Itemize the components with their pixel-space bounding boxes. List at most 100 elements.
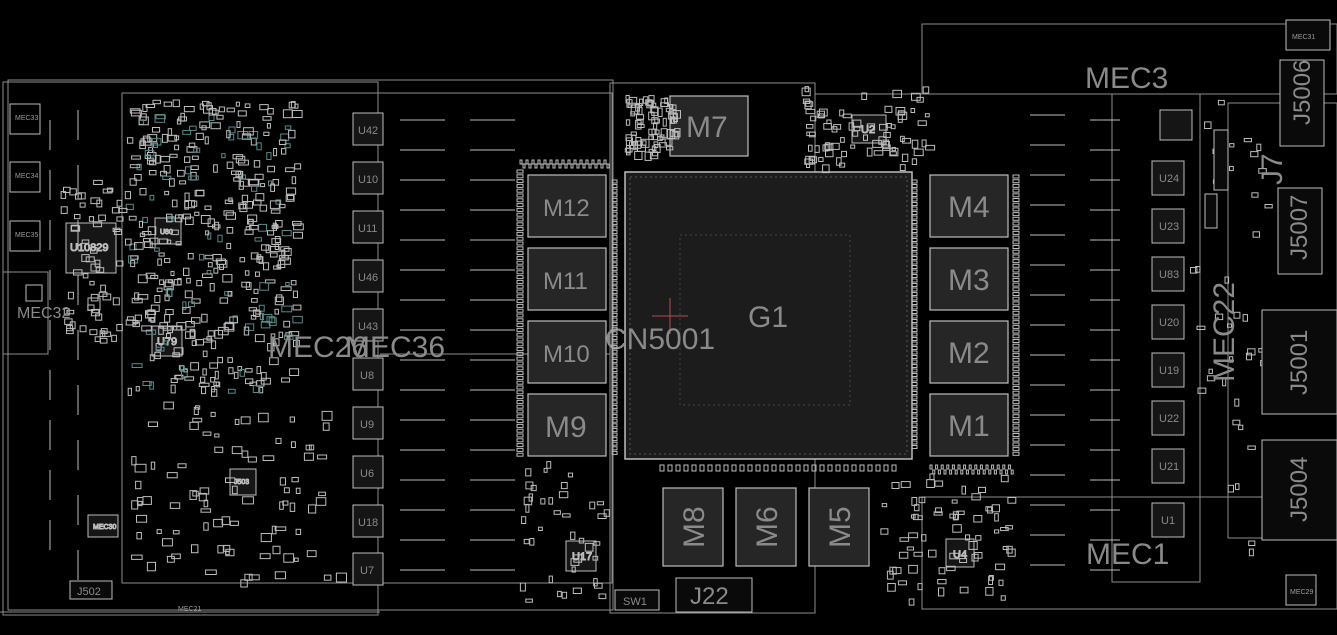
passive-component <box>657 107 663 117</box>
passive-component <box>611 427 618 432</box>
chip-m3[interactable] <box>929 247 1009 311</box>
connector-j5006[interactable] <box>1279 59 1325 147</box>
connector-j5007[interactable] <box>1277 187 1323 275</box>
passive-component <box>570 558 580 566</box>
passive-component <box>256 256 263 263</box>
passive-component <box>911 368 918 373</box>
passive-component <box>273 265 282 270</box>
passive-component <box>238 180 244 190</box>
passive-component <box>1227 323 1232 328</box>
chip-m9[interactable] <box>527 393 607 457</box>
passive-component <box>150 461 156 470</box>
passive-component <box>564 163 568 169</box>
passive-component <box>194 211 200 216</box>
passive-component <box>540 163 544 169</box>
chip-u17[interactable] <box>565 540 597 572</box>
passive-component <box>516 212 524 217</box>
passive-component <box>221 153 226 159</box>
passive-component <box>81 239 90 244</box>
passive-component <box>572 587 582 594</box>
passive-component <box>892 567 902 575</box>
passive-component <box>1012 334 1020 339</box>
chip-m8[interactable] <box>662 487 724 567</box>
passive-component <box>176 322 187 331</box>
passive-component <box>911 400 918 404</box>
chip-m2[interactable] <box>929 320 1009 384</box>
passive-component <box>516 279 524 284</box>
connector-j5004[interactable] <box>1261 439 1337 541</box>
chip-m12[interactable] <box>527 174 607 238</box>
passive-component <box>1012 404 1020 409</box>
passive-component <box>260 320 271 329</box>
passive-component <box>259 553 271 560</box>
passive-component <box>653 144 661 153</box>
passive-component <box>244 270 250 276</box>
passive-component <box>271 224 279 229</box>
passive-component <box>308 504 317 514</box>
chip-m1[interactable] <box>929 393 1009 457</box>
passive-component <box>274 308 279 315</box>
passive-component <box>213 267 219 274</box>
passive-component <box>1224 276 1230 284</box>
passive-component <box>248 307 257 312</box>
connector-labels: J5006 J5007 J5001 J5004 J7 J22 SW1 J502 <box>77 60 1316 610</box>
passive-component <box>158 238 169 245</box>
passive-component <box>1012 400 1020 405</box>
passive-component <box>127 387 132 396</box>
passive-component <box>911 211 918 215</box>
memory-chips-right[interactable] <box>929 174 1009 457</box>
connector-j502[interactable] <box>69 580 113 600</box>
passive-component <box>281 377 291 383</box>
passive-component <box>611 262 618 267</box>
passive-component <box>207 232 212 240</box>
passive-component <box>185 216 194 226</box>
connector-mec-bottom[interactable] <box>1285 574 1317 606</box>
memory-chips-top-bottom[interactable] <box>662 95 870 567</box>
mec34-label: MEC34 <box>15 173 38 180</box>
chip-m10[interactable] <box>527 320 607 384</box>
vrm-column-left[interactable] <box>352 112 384 586</box>
passive-component <box>201 386 207 395</box>
gpu-package-g1[interactable]: G1 CN5001 <box>605 171 913 460</box>
passive-component <box>935 464 939 470</box>
passive-component <box>899 537 910 542</box>
mec31-label: MEC31 <box>1292 34 1315 41</box>
connector-j5001[interactable] <box>1261 309 1337 415</box>
chip-m4[interactable] <box>929 174 1009 238</box>
passive-component <box>611 239 618 244</box>
passive-component <box>1251 192 1259 198</box>
passive-component <box>991 504 1001 513</box>
passive-component <box>278 203 286 209</box>
passive-component <box>1002 546 1009 550</box>
passive-component <box>1005 469 1009 475</box>
passive-component <box>169 502 181 509</box>
passive-component <box>1233 311 1241 319</box>
connectors[interactable] <box>69 19 1337 613</box>
chip-m6[interactable] <box>735 487 797 567</box>
vrm-column-right[interactable] <box>1151 109 1193 538</box>
passive-component <box>322 422 330 431</box>
passive-component <box>258 223 268 232</box>
passive-component <box>79 202 86 208</box>
chip-m5[interactable] <box>808 487 870 567</box>
passive-component <box>593 578 598 587</box>
connector-j22[interactable] <box>675 577 753 613</box>
passive-component <box>648 111 655 121</box>
passive-component <box>529 538 535 546</box>
passive-component <box>611 372 618 377</box>
passive-component <box>137 294 149 300</box>
passive-component <box>642 140 647 146</box>
chip-mec30[interactable] <box>87 514 119 538</box>
passive-component <box>779 464 785 472</box>
passive-component <box>142 135 151 143</box>
memory-chips-left[interactable] <box>527 174 607 457</box>
switch-sw1[interactable] <box>614 589 660 611</box>
passive-component <box>516 332 524 337</box>
chip-m11[interactable] <box>527 247 607 311</box>
chip-m7[interactable] <box>669 95 749 157</box>
mec3-label: MEC3 <box>1085 62 1168 95</box>
passive-component <box>910 108 916 113</box>
passive-component <box>982 469 986 475</box>
connector-mec-top[interactable] <box>1285 19 1331 51</box>
